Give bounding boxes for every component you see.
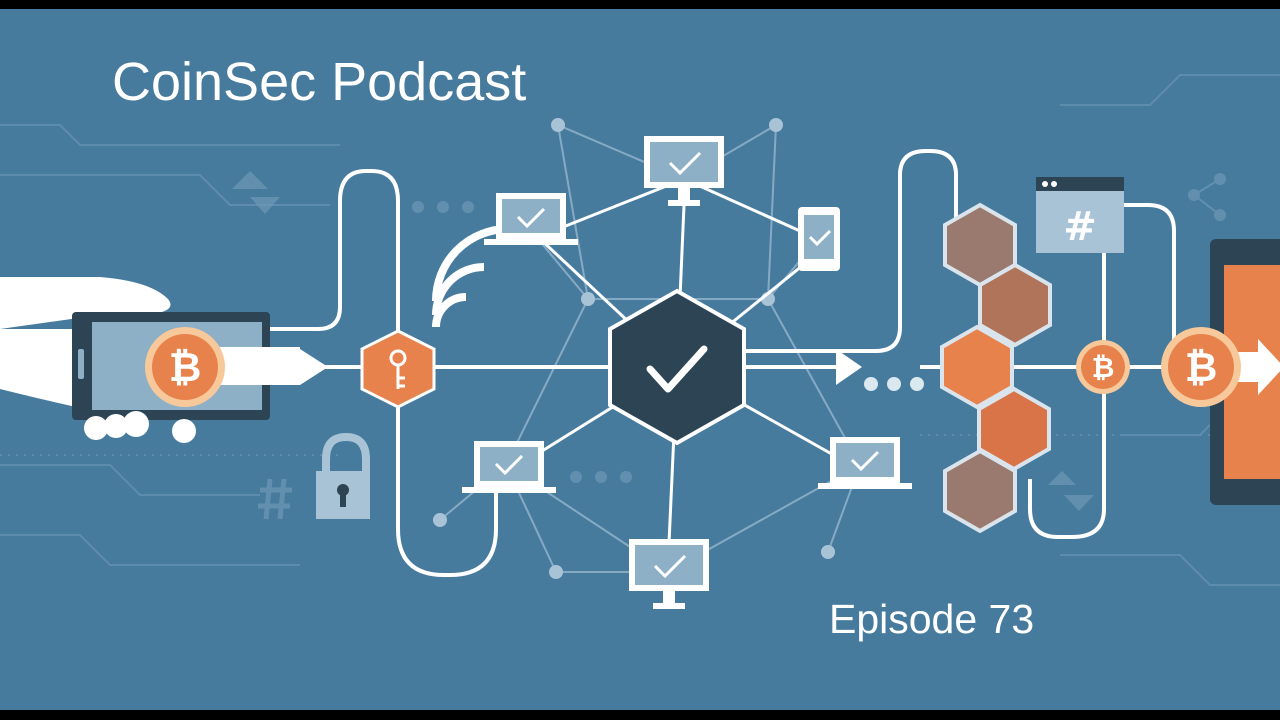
flow-lines (270, 149, 1178, 577)
background-hash-icon (258, 478, 292, 520)
podcast-thumbnail: ₿ (0, 9, 1280, 710)
bitcoin-icon: ₿ (1161, 327, 1241, 407)
hexagon-block-icon (978, 262, 1052, 348)
background-share-icon (1188, 173, 1226, 221)
laptop-icon (818, 437, 912, 489)
phone-bitcoin-icon: ₿ (145, 327, 225, 407)
background-dots (412, 201, 632, 483)
hexagon-block-chain (940, 202, 1052, 534)
hexagon-block-icon (943, 448, 1017, 534)
monitor-icon (644, 136, 724, 206)
hash-window-icon: # (1036, 177, 1124, 253)
svg-text:₿: ₿ (169, 345, 202, 391)
flow-dots (864, 377, 924, 391)
wifi-signal-icon (432, 225, 509, 328)
key-hexagon-icon (360, 329, 436, 409)
episode-label: Episode 73 (829, 596, 1035, 642)
checkmark-icon (646, 345, 708, 393)
podcast-title: CoinSec Podcast (112, 52, 527, 112)
bitcoin-icon: ₿ (1076, 340, 1130, 394)
svg-text:₿: ₿ (1092, 351, 1115, 384)
padlock-icon (316, 432, 370, 519)
blockchain-illustration: ₿ (0, 74, 1280, 609)
central-hub-icon (608, 288, 746, 446)
laptop-icon (484, 193, 578, 245)
monitor-icon (629, 539, 709, 609)
laptop-icon (462, 441, 556, 493)
svg-text:#: # (1063, 204, 1097, 250)
phone-icon (798, 207, 840, 271)
flow-arrows (300, 349, 862, 385)
background-updown-icon (232, 171, 1094, 511)
hexagon-block-icon (940, 324, 1014, 410)
network-nodes (433, 118, 835, 579)
key-icon (389, 349, 407, 389)
svg-text:₿: ₿ (1185, 345, 1218, 391)
